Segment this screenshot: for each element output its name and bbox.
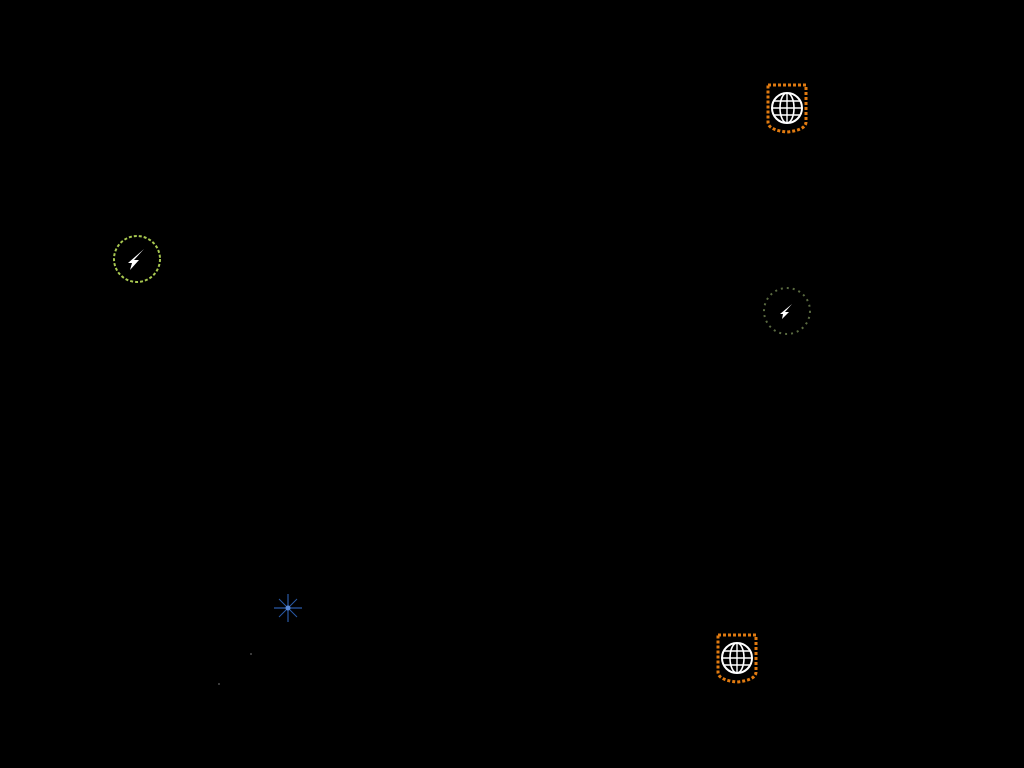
globe-shield-icon xyxy=(714,632,760,684)
star-sparkle-icon xyxy=(268,588,308,628)
globe-shield-icon xyxy=(764,82,810,134)
energy-ring-icon xyxy=(760,284,814,338)
debris-speck-icon xyxy=(216,672,222,685)
energy-ring-icon xyxy=(110,232,164,286)
debris-speck-icon xyxy=(248,642,254,655)
